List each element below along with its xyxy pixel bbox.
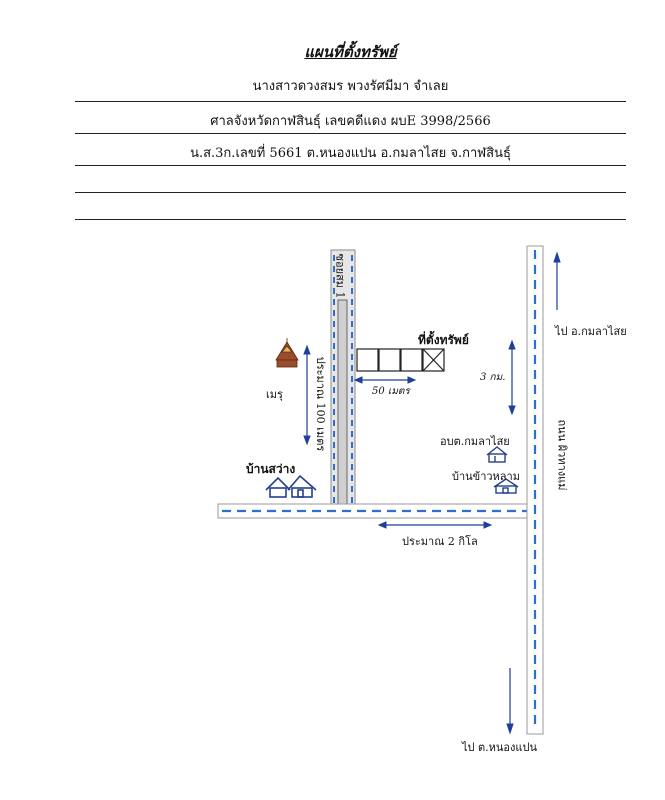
temple-label: เมรุ (266, 388, 283, 401)
property-plots (356, 348, 445, 372)
house-icon (265, 474, 317, 498)
temple-icon (275, 338, 299, 368)
ban-sawang-label: บ้านสว่าง (246, 462, 296, 476)
divider (75, 219, 626, 220)
divider (75, 192, 626, 193)
property-label: ที่ตั้งทรัพย์ (418, 333, 469, 347)
distance-50m-label: 50 เมตร (372, 386, 410, 397)
distance-arrows (303, 251, 561, 735)
distance-3km-label: 3 กม. (480, 372, 506, 383)
house-icon (493, 478, 519, 494)
main-road-vertical (526, 245, 544, 735)
land-title-line: น.ส.3ก.เลขที่ 5661 ต.หนองแปน อ.กมลาไสย จ… (190, 146, 511, 161)
divider (75, 133, 626, 134)
distance-100m-label: ประมาณ 100 เมตร (314, 356, 328, 452)
court-case-line: ศาลจังหวัดกาฬสินธุ์ เลขคดีแดง ผบE 3998/2… (210, 114, 491, 129)
distance-2km-label: ประมาณ 2 กิโล (402, 535, 478, 548)
to-kamalasai-label: ไป อ.กมลาไสย (555, 325, 627, 338)
divider (75, 165, 626, 166)
obt-label: อบต.กมลาไสย (440, 435, 510, 448)
main-road-horizontal (217, 503, 539, 519)
ban-khao-lam-label: บ้านข้าวหลาม (452, 470, 520, 483)
office-icon (486, 446, 508, 463)
defendant-name: นางสาวดวงสมร พวงรัศมีมา จำเลย (252, 79, 449, 94)
soi-label: ซอยสม 1 (333, 253, 347, 299)
divider (75, 101, 626, 102)
to-nong-paen-label: ไป ต.หนองแปน (462, 741, 537, 754)
road-name-label: ถนน ผิวทางแม่ (555, 419, 569, 491)
map-title: แผนที่ตั้งทรัพย์ (304, 43, 397, 61)
